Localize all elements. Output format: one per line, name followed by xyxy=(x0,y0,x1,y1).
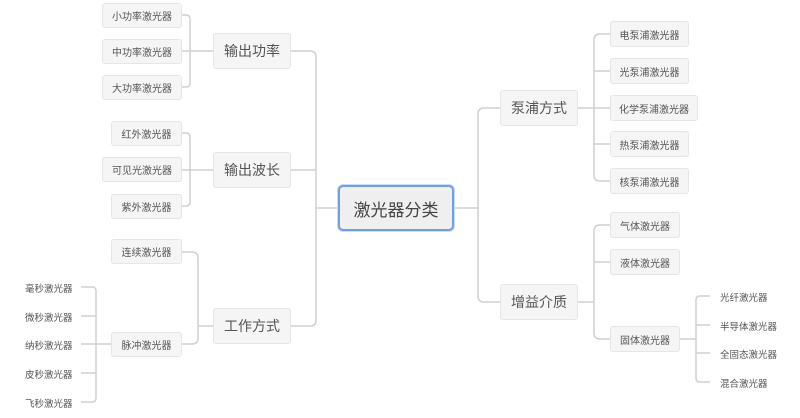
node-label: 小功率激光器 xyxy=(112,12,172,23)
node-visible[interactable]: 可见光激光器 xyxy=(102,157,182,182)
branch-label: 工作方式 xyxy=(224,319,280,335)
node-label: 气体激光器 xyxy=(620,221,670,233)
node-label: 核泵浦激光器 xyxy=(619,177,680,189)
branch-gain-medium[interactable]: 增益介质 xyxy=(500,284,578,320)
node-label: 可见光激光器 xyxy=(112,166,172,177)
node-chemical-pump[interactable]: 化学泵浦激光器 xyxy=(610,95,698,121)
leaf-fiber[interactable]: 光纤激光器 xyxy=(720,293,768,304)
branch-label: 输出功率 xyxy=(224,44,280,60)
node-ultraviolet[interactable]: 紫外激光器 xyxy=(111,194,182,219)
node-label: 大功率激光器 xyxy=(112,84,172,95)
node-label: 液体激光器 xyxy=(620,258,670,270)
branch-label: 泵浦方式 xyxy=(511,101,567,117)
root-node[interactable]: 激光器分类 xyxy=(338,185,454,231)
node-label: 红外激光器 xyxy=(121,130,172,141)
node-optical-pump[interactable]: 光泵浦激光器 xyxy=(610,58,689,84)
node-label: 电泵浦激光器 xyxy=(619,30,680,42)
node-label: 光泵浦激光器 xyxy=(619,67,680,79)
branch-label: 增益介质 xyxy=(511,295,567,311)
node-high-power[interactable]: 大功率激光器 xyxy=(102,75,182,100)
node-medium-power[interactable]: 中功率激光器 xyxy=(102,39,182,64)
node-small-power[interactable]: 小功率激光器 xyxy=(102,3,182,28)
node-label: 固体激光器 xyxy=(620,335,670,347)
branch-output-power[interactable]: 输出功率 xyxy=(213,33,291,69)
leaf-all-solid-state[interactable]: 全固态激光器 xyxy=(720,350,778,361)
node-label: 紫外激光器 xyxy=(121,203,172,214)
node-pulsed[interactable]: 脉冲激光器 xyxy=(111,332,182,357)
node-electric-pump[interactable]: 电泵浦激光器 xyxy=(610,21,689,47)
node-gas[interactable]: 气体激光器 xyxy=(610,212,680,238)
leaf-microsecond[interactable]: 微秒激光器 xyxy=(25,313,73,324)
branch-label: 输出波长 xyxy=(224,163,280,179)
branch-pumping-method[interactable]: 泵浦方式 xyxy=(500,90,578,126)
node-label: 中功率激光器 xyxy=(112,48,172,59)
node-infrared[interactable]: 红外激光器 xyxy=(111,121,182,146)
node-label: 连续激光器 xyxy=(121,248,172,259)
leaf-femtosecond[interactable]: 飞秒激光器 xyxy=(25,399,73,410)
node-label: 化学泵浦激光器 xyxy=(619,104,689,116)
leaf-semiconductor[interactable]: 半导体激光器 xyxy=(720,322,778,333)
leaf-picosecond[interactable]: 皮秒激光器 xyxy=(25,370,73,381)
branch-working-mode[interactable]: 工作方式 xyxy=(213,308,291,344)
leaf-nanosecond[interactable]: 纳秒激光器 xyxy=(25,341,73,352)
node-continuous[interactable]: 连续激光器 xyxy=(111,239,182,264)
branch-output-wavelength[interactable]: 输出波长 xyxy=(213,152,291,188)
node-label: 热泵浦激光器 xyxy=(619,140,680,152)
node-solid[interactable]: 固体激光器 xyxy=(610,326,680,352)
leaf-millisecond[interactable]: 毫秒激光器 xyxy=(25,284,73,295)
root-label: 激光器分类 xyxy=(353,200,439,221)
node-thermal-pump[interactable]: 热泵浦激光器 xyxy=(610,131,689,157)
leaf-hybrid[interactable]: 混合激光器 xyxy=(720,379,768,390)
node-nuclear-pump[interactable]: 核泵浦激光器 xyxy=(610,168,689,194)
node-liquid[interactable]: 液体激光器 xyxy=(610,249,680,275)
node-label: 脉冲激光器 xyxy=(121,341,172,352)
